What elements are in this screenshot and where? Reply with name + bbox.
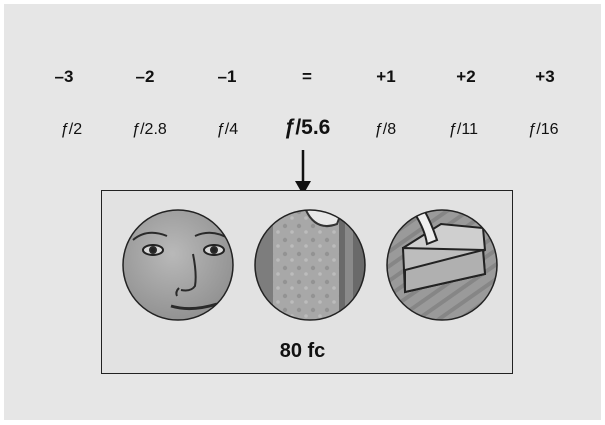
fstop-value: /5.6: [295, 116, 330, 139]
f-symbol: ƒ: [284, 116, 296, 139]
illuminance-label: 80 fc: [0, 340, 605, 363]
fstop-value: /8: [383, 121, 396, 138]
fstop-11: ƒ/11: [428, 121, 498, 139]
f-symbol: ƒ: [216, 121, 225, 138]
ev-label-plus-3: +3: [510, 67, 580, 87]
fstop-4: ƒ/4: [192, 121, 262, 139]
highlight-sample-image: [385, 208, 499, 322]
fstop-value: /2.8: [140, 121, 167, 138]
f-symbol: ƒ: [448, 121, 457, 138]
f-symbol: ƒ: [374, 121, 383, 138]
f-symbol: ƒ: [131, 121, 140, 138]
texture-midtone-sample-image: [253, 208, 367, 322]
ev-label-minus-3: –3: [29, 67, 99, 87]
fstop-2: ƒ/2: [36, 121, 106, 139]
ev-label-plus-2: +2: [431, 67, 501, 87]
f-symbol: ƒ: [60, 121, 69, 138]
fstop-value: /16: [536, 121, 558, 138]
ev-label-minus-2: –2: [110, 67, 180, 87]
fstop-value: /11: [457, 121, 478, 138]
fstop-5-6-selected: ƒ/5.6: [272, 116, 342, 140]
ev-label-plus-1: +1: [351, 67, 421, 87]
fstop-2-8: ƒ/2.8: [114, 121, 184, 139]
f-symbol: ƒ: [527, 121, 536, 138]
face-shadow-sample-image: [121, 208, 235, 322]
fstop-16: ƒ/16: [508, 121, 578, 139]
ev-label-minus-1: –1: [192, 67, 262, 87]
fstop-value: /4: [225, 121, 238, 138]
fstop-value: /2: [69, 121, 82, 138]
fstop-8: ƒ/8: [350, 121, 420, 139]
ev-label-equal: =: [272, 67, 342, 87]
